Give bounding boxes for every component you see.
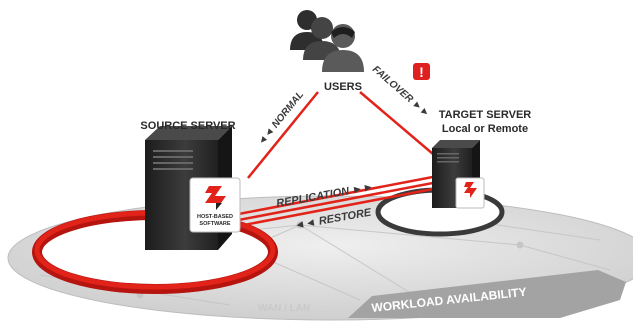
source-server-label: SOURCE SERVER [140, 120, 235, 132]
wan-lan-label: WAN / LAN [258, 303, 310, 314]
replication-link-1 [227, 174, 439, 218]
failover-link [359, 91, 441, 161]
replication-link-3 [227, 186, 439, 230]
users-group-icon [290, 10, 364, 72]
software-logo-icon [189, 177, 241, 233]
target-server-subtitle: Local or Remote [442, 123, 528, 135]
alert-icon: ! [413, 63, 430, 80]
target-server-icon [432, 140, 485, 209]
software-label-line2: SOFTWARE [199, 221, 230, 227]
workload-band [348, 270, 626, 318]
normal-link [247, 91, 319, 179]
software-label-line1: HOST-BASED [197, 214, 233, 220]
replication-link-2 [227, 180, 439, 224]
target-server-label: TARGET SERVER [439, 109, 532, 121]
users-label: USERS [324, 81, 362, 93]
alert-mark: ! [419, 64, 424, 80]
connection-lines [227, 91, 441, 230]
